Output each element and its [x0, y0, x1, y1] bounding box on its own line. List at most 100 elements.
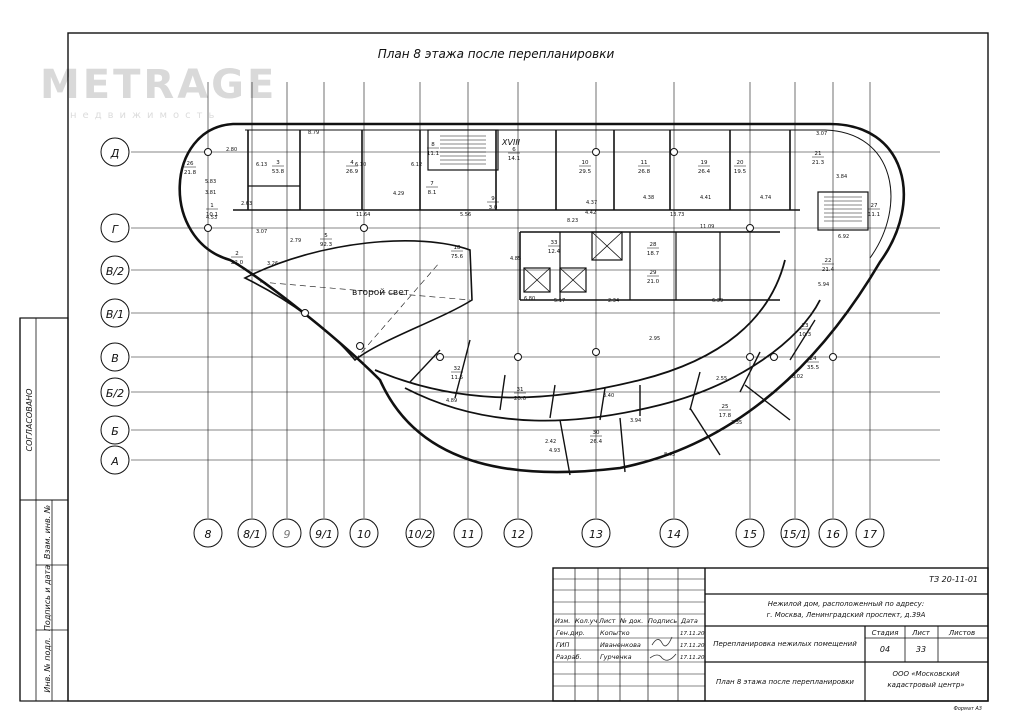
room-number: 32	[454, 366, 461, 372]
room-area: 20.0	[514, 396, 527, 402]
column-axis-label: 15/1	[783, 528, 808, 541]
column-axis-bubble	[272, 518, 302, 548]
room-number: 4	[350, 160, 354, 166]
room-number: 9	[491, 196, 495, 202]
column-axis-bubble	[405, 518, 435, 548]
staff-date: 17.11.20	[680, 631, 705, 637]
elevator-shaft	[523, 267, 551, 293]
sheets-label: Листов	[948, 629, 975, 637]
column-axis-bubble	[780, 518, 810, 548]
room-area: 11.1	[868, 212, 880, 218]
room-number: 21	[815, 151, 822, 157]
room-number: 5	[324, 233, 328, 239]
column-axis-bubble	[309, 518, 339, 548]
room-area: 22.0	[231, 260, 244, 266]
dimension-label: 4.93	[549, 448, 560, 454]
org-line-2: кадастровый центр»	[887, 681, 964, 689]
room-area: 26.4	[698, 169, 711, 175]
radial-partition	[559, 419, 571, 476]
radial-partition	[409, 349, 441, 383]
row-axis-bubble	[100, 213, 130, 243]
dimension-label: 4.41	[700, 195, 711, 201]
dimension-label: 6.13	[256, 162, 267, 168]
format-label: Формат А3	[954, 706, 982, 712]
stair-core-north	[427, 129, 499, 171]
staff-role: Ген.дир.	[556, 629, 585, 637]
room-area: 14.1	[508, 156, 520, 162]
column-axis-label: 14	[667, 528, 681, 541]
staff-date: 17.11.20	[680, 655, 705, 661]
room-area: 21.4	[822, 267, 835, 273]
dimension-label: 3.07	[256, 229, 267, 235]
room-number: 20	[737, 160, 744, 166]
dimension-label: 8.45	[664, 452, 675, 458]
column-axis-bubble	[237, 518, 267, 548]
elevator-shaft	[591, 231, 623, 261]
room-area: 12.4	[548, 249, 561, 255]
structural-column	[301, 309, 309, 317]
room-area: 92.3	[320, 242, 333, 248]
row-axis-label: В	[111, 352, 119, 365]
dimension-label: 2.79	[290, 238, 301, 244]
row-axis-label: В/2	[106, 265, 124, 278]
dimension-label: 6.39	[712, 298, 723, 304]
radial-partition	[744, 384, 791, 421]
structural-column	[436, 353, 444, 361]
title-block-address-2: г. Москва, Ленинградский проспект, д.39А	[767, 611, 926, 619]
radial-partition	[499, 374, 506, 411]
row-axis-bubble	[100, 377, 130, 407]
void-diagonal	[354, 261, 441, 361]
title-block-header: Лист	[598, 617, 616, 625]
column-axis-label: 16	[826, 528, 840, 541]
radial-partition	[549, 384, 556, 419]
row-axis-bubble	[100, 255, 130, 285]
room-number: 29	[650, 270, 657, 276]
column-axis-label: 13	[589, 528, 603, 541]
room-number: 8	[431, 142, 435, 148]
room-area: 26.4	[590, 439, 603, 445]
column-axis-bubble	[818, 518, 848, 548]
column-axis-bubble	[349, 518, 379, 548]
dimension-label: 2.95	[649, 336, 660, 342]
dimension-label: 2.34	[608, 298, 619, 304]
row-axis-bubble	[100, 298, 130, 328]
room-area: 35.5	[807, 365, 820, 371]
radial-partition	[689, 407, 721, 456]
dimension-label: 5.94	[818, 282, 829, 288]
staff-name: Гурченка	[600, 653, 632, 661]
column-axis-label: 15	[743, 528, 757, 541]
structural-column	[670, 148, 678, 156]
room-area: 53.8	[272, 169, 285, 175]
structural-column	[204, 148, 212, 156]
shaft-cross	[559, 267, 587, 293]
structural-column	[746, 224, 754, 232]
room-area: 8.1	[428, 190, 437, 196]
dimension-label: 5.56	[460, 212, 471, 218]
room-number: 33	[551, 240, 558, 246]
column-axis-label: 17	[863, 528, 877, 541]
column-axis-bubble	[503, 518, 533, 548]
side-stamp-agreed: СОГЛАСОВАНО	[25, 389, 34, 452]
room-area: 10.3	[799, 332, 812, 338]
dimension-label: 4.74	[760, 195, 771, 201]
dimension-label: 5.17	[554, 298, 565, 304]
dimension-label: 4.85	[510, 256, 521, 262]
void-diagonal	[259, 281, 471, 301]
title-block-header: № док.	[619, 617, 643, 625]
room-number: 28	[650, 242, 657, 248]
corridor-outer-arc	[404, 299, 821, 422]
structural-column	[356, 342, 364, 350]
column-axis-bubble	[659, 518, 689, 548]
dimension-label: 11.09	[700, 224, 714, 230]
dimension-label: 6.12	[411, 162, 422, 168]
room-number: 18	[454, 245, 461, 251]
dimension-label: 11.64	[356, 212, 370, 218]
row-axis-label: А	[110, 455, 119, 468]
room-area: 26.9	[346, 169, 359, 175]
room-number: 6	[512, 147, 516, 153]
title-block-project: Перепланировка нежилых помещений	[713, 640, 857, 648]
row-axis-bubble	[100, 445, 130, 475]
room-area: 21.0	[647, 279, 660, 285]
column-axis-label: 8/1	[243, 528, 261, 541]
